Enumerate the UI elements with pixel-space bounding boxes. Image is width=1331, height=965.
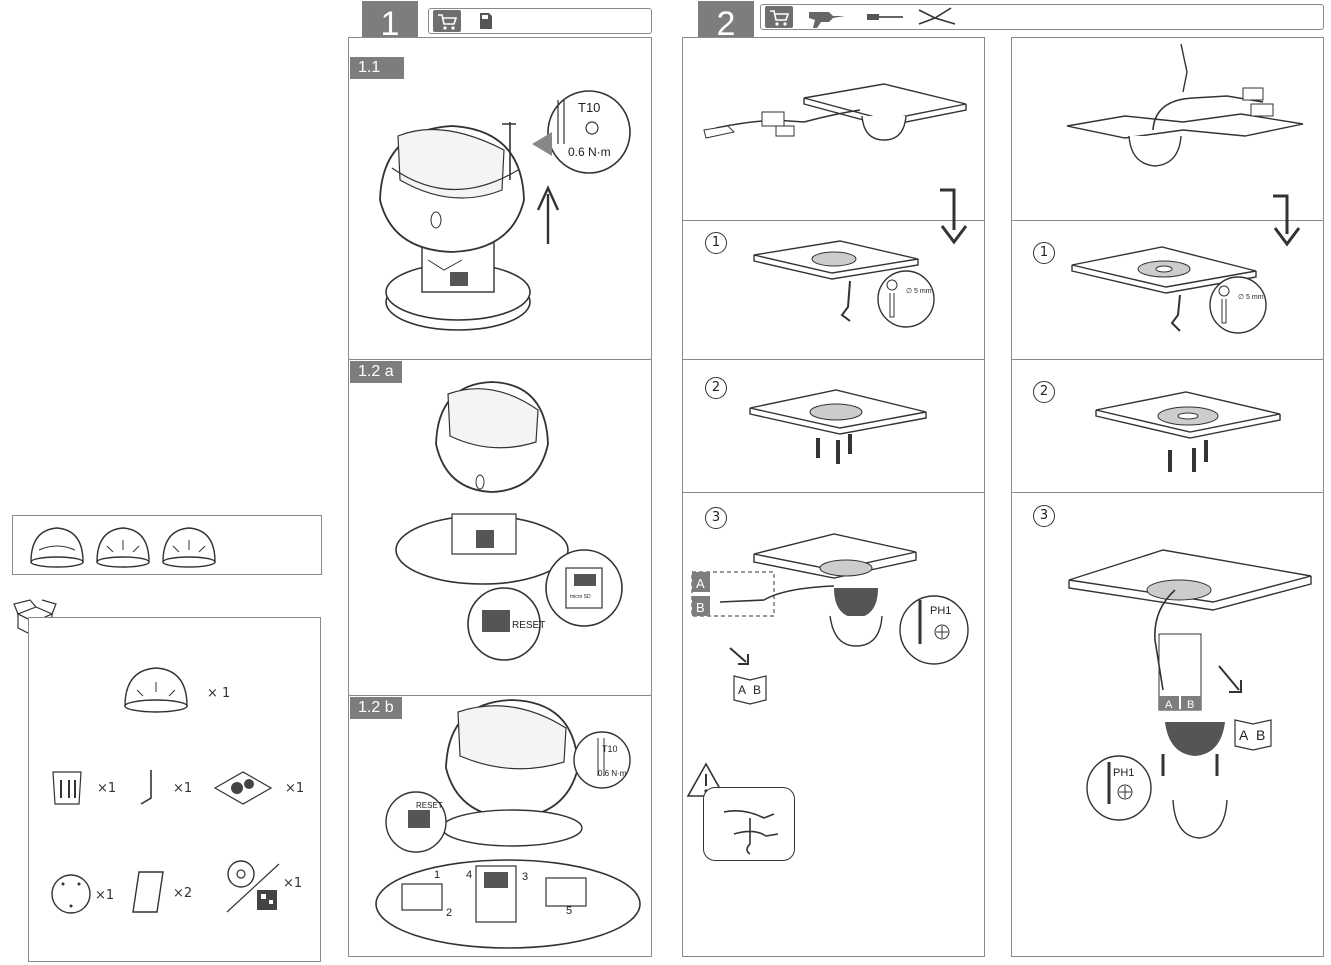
package-contents-box: × 1 ×1 ×1 ×1 ×1 ×2 ×1 (28, 617, 321, 962)
divider (682, 359, 985, 360)
drill-holes-illustration-b: ∅ 5 mm (1071, 246, 1267, 334)
screwdriver-icon (867, 14, 903, 20)
drill-holes-illustration-a: ∅ 5 mm (753, 240, 935, 328)
model-variants-box (12, 515, 322, 575)
drill-icon (809, 12, 845, 28)
screw-bag-icon (52, 771, 82, 805)
manual-icon (132, 871, 164, 913)
divider (348, 695, 652, 696)
pliers-icon (918, 7, 956, 25)
sd-tray-illustration: T10 0.6 N·m RESET 1 2 3 4 5 (375, 699, 641, 949)
drill-template-icon (51, 874, 91, 914)
divider (348, 359, 652, 360)
torx-t10-label: T10 (578, 100, 600, 115)
book-b-label: B (753, 683, 761, 697)
screw-bag-quantity: ×1 (97, 781, 117, 796)
connector-a-label: A (696, 576, 705, 591)
ceiling-mount-cable-illustration-b (1066, 43, 1304, 247)
sd-card-icon (480, 13, 492, 29)
torx-key-quantity: ×1 (173, 781, 193, 796)
step-2-tool-bar (760, 4, 1324, 30)
torque-label: 0.6 N·m (568, 145, 611, 159)
torx-key-icon (140, 770, 152, 805)
step-2b-number-2: 2 (1033, 381, 1055, 403)
camera-quantity: × 1 (207, 686, 231, 701)
tray-step-1: 1 (434, 869, 440, 881)
step-2b-number-1: 1 (1033, 242, 1055, 264)
camera-cover-removal-illustration: T10 0.6 N·m (379, 90, 631, 331)
divider (682, 492, 985, 493)
camera-mount-illustration-a: A B PH1 A B (691, 533, 969, 705)
dome-camera-variant-1-icon (30, 527, 84, 568)
dome-camera-icon (124, 667, 188, 713)
tray-step-5: 5 (566, 905, 572, 917)
warning-cable-box (703, 787, 795, 861)
camera-mount-illustration-b: A B PH1 A B (1068, 549, 1312, 839)
step-2a-number-2: 2 (705, 377, 727, 399)
book-b-label-b: B (1256, 727, 1265, 743)
wall-anchors-illustration-a (749, 389, 927, 464)
tray-step-3: 3 (522, 871, 528, 883)
step-2-column-b (1011, 37, 1324, 957)
wall-anchors-illustration-b (1095, 391, 1281, 472)
manual-quantity: ×2 (173, 886, 193, 901)
dome-camera-variant-2-icon (96, 527, 150, 568)
sub-step-1-2b-label: 1.2 b (350, 697, 402, 719)
tray-step-4: 4 (466, 869, 472, 881)
connector-b-label-b: B (1187, 699, 1194, 711)
reset-label: RESET (512, 620, 545, 631)
connector-bag-quantity: ×1 (285, 781, 305, 796)
step-2b-number-3: 3 (1033, 505, 1055, 527)
torque-small-label: 0.6 N·m (598, 769, 627, 778)
shopping-cart-icon (433, 10, 461, 32)
connector-b-label: B (696, 600, 705, 615)
drill-size-label-a: ∅ 5 mm (906, 288, 932, 295)
sub-step-1-2a-label: 1.2 a (350, 361, 402, 383)
divider (682, 220, 985, 221)
ph1-label-b: PH1 (1113, 767, 1134, 779)
divider (1011, 220, 1324, 221)
sub-step-1-1-label: 1.1 (350, 57, 404, 79)
t10-small-label: T10 (602, 744, 618, 754)
divider (1011, 492, 1324, 493)
cd-quantity: ×1 (283, 876, 303, 891)
ceiling-mount-cable-illustration-a (703, 83, 968, 245)
drill-template-quantity: ×1 (95, 888, 115, 903)
connector-a-label-b: A (1165, 699, 1173, 711)
step-2a-number-3: 3 (705, 507, 727, 529)
reset-small-label: RESET (416, 801, 443, 810)
micro-sd-label: micro SD (570, 594, 591, 600)
shopping-cart-icon (765, 6, 793, 28)
connector-bag-icon (213, 771, 273, 805)
book-a-label: A (738, 683, 746, 697)
reset-and-sd-illustration: RESET micro SD (395, 381, 623, 661)
step-1-tool-bar (428, 8, 652, 34)
drill-size-label-b: ∅ 5 mm (1238, 294, 1264, 301)
book-a-label-b: A (1239, 727, 1249, 743)
dome-camera-variant-3-icon (162, 527, 216, 568)
cd-qr-icon (226, 860, 280, 913)
step-2a-number-1: 1 (705, 232, 727, 254)
ph1-label-a: PH1 (930, 605, 951, 617)
divider (1011, 359, 1324, 360)
tray-step-2: 2 (446, 907, 452, 919)
cable-bundle-icon (723, 810, 779, 855)
